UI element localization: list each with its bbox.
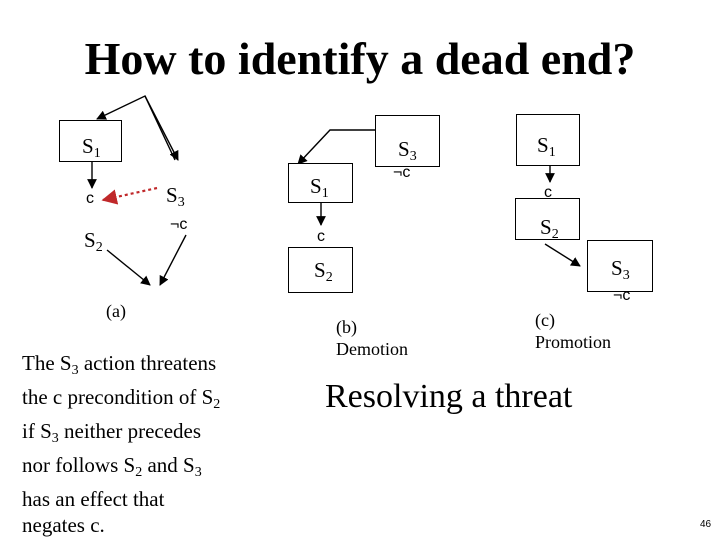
a-c-label: c	[86, 190, 94, 207]
c-s1-label: S1	[537, 133, 556, 160]
explanation-line-3: if S3 neither precedes	[22, 419, 202, 446]
b-caption-label: (b)	[336, 317, 357, 337]
a-s3-to-finish-arrow	[159, 234, 187, 286]
a-s3-label: S3	[166, 183, 185, 210]
b-neg-c-label: ¬c	[393, 164, 411, 181]
explanation-line-5: has an effect that	[22, 487, 165, 511]
b-s2-label: S2	[314, 258, 333, 285]
slide-title: How to identify a dead end?	[84, 33, 636, 84]
c-s2-label: S2	[540, 215, 559, 242]
explanation-line-4: nor follows S2 and S3	[22, 453, 202, 480]
c-s2-box	[515, 198, 580, 240]
c-s3-box	[587, 240, 653, 292]
a-caption: (a)	[106, 301, 126, 321]
a-s1-label: S1	[82, 134, 101, 161]
c-s3-label: S3	[611, 256, 630, 283]
c-s2-to-s3-arrow	[544, 243, 581, 267]
c-neg-c-label: ¬c	[613, 287, 631, 304]
b-caption-method: Demotion	[336, 339, 408, 359]
b-s3-label: S3	[398, 137, 417, 164]
c-s1-box	[516, 114, 580, 166]
b-caption: (b) Demotion	[336, 316, 408, 360]
threat-explanation: The S3 action threatens the c preconditi…	[22, 350, 282, 538]
explanation-line-2: the c precondition of S2	[22, 385, 221, 412]
c-caption: (c) Promotion	[535, 309, 611, 353]
a-neg-c-label: ¬c	[170, 216, 188, 233]
c-c-label: c	[544, 184, 552, 201]
a-s2-label: S2	[84, 228, 103, 255]
a-threat-link	[101, 186, 158, 205]
a-s1-box	[59, 120, 122, 162]
explanation-line-6: negates c.	[22, 513, 105, 537]
b-s1-box	[288, 163, 353, 203]
b-s3-box	[375, 115, 440, 167]
c-caption-label: (c)	[535, 310, 555, 330]
a-start-arrow-to-s3	[144, 95, 179, 161]
explanation-line-1: The S3 action threatens	[22, 351, 217, 378]
b-s1-label: S1	[310, 174, 329, 201]
page-number: 46	[700, 519, 712, 530]
b-s2-box	[288, 247, 353, 293]
b-c-label: c	[317, 228, 325, 245]
a-s2-to-finish-arrow	[106, 249, 151, 286]
resolving-threat-heading: Resolving a threat	[325, 378, 573, 415]
b-s3-to-s1-arrow	[297, 129, 375, 165]
c-caption-method: Promotion	[535, 332, 612, 352]
